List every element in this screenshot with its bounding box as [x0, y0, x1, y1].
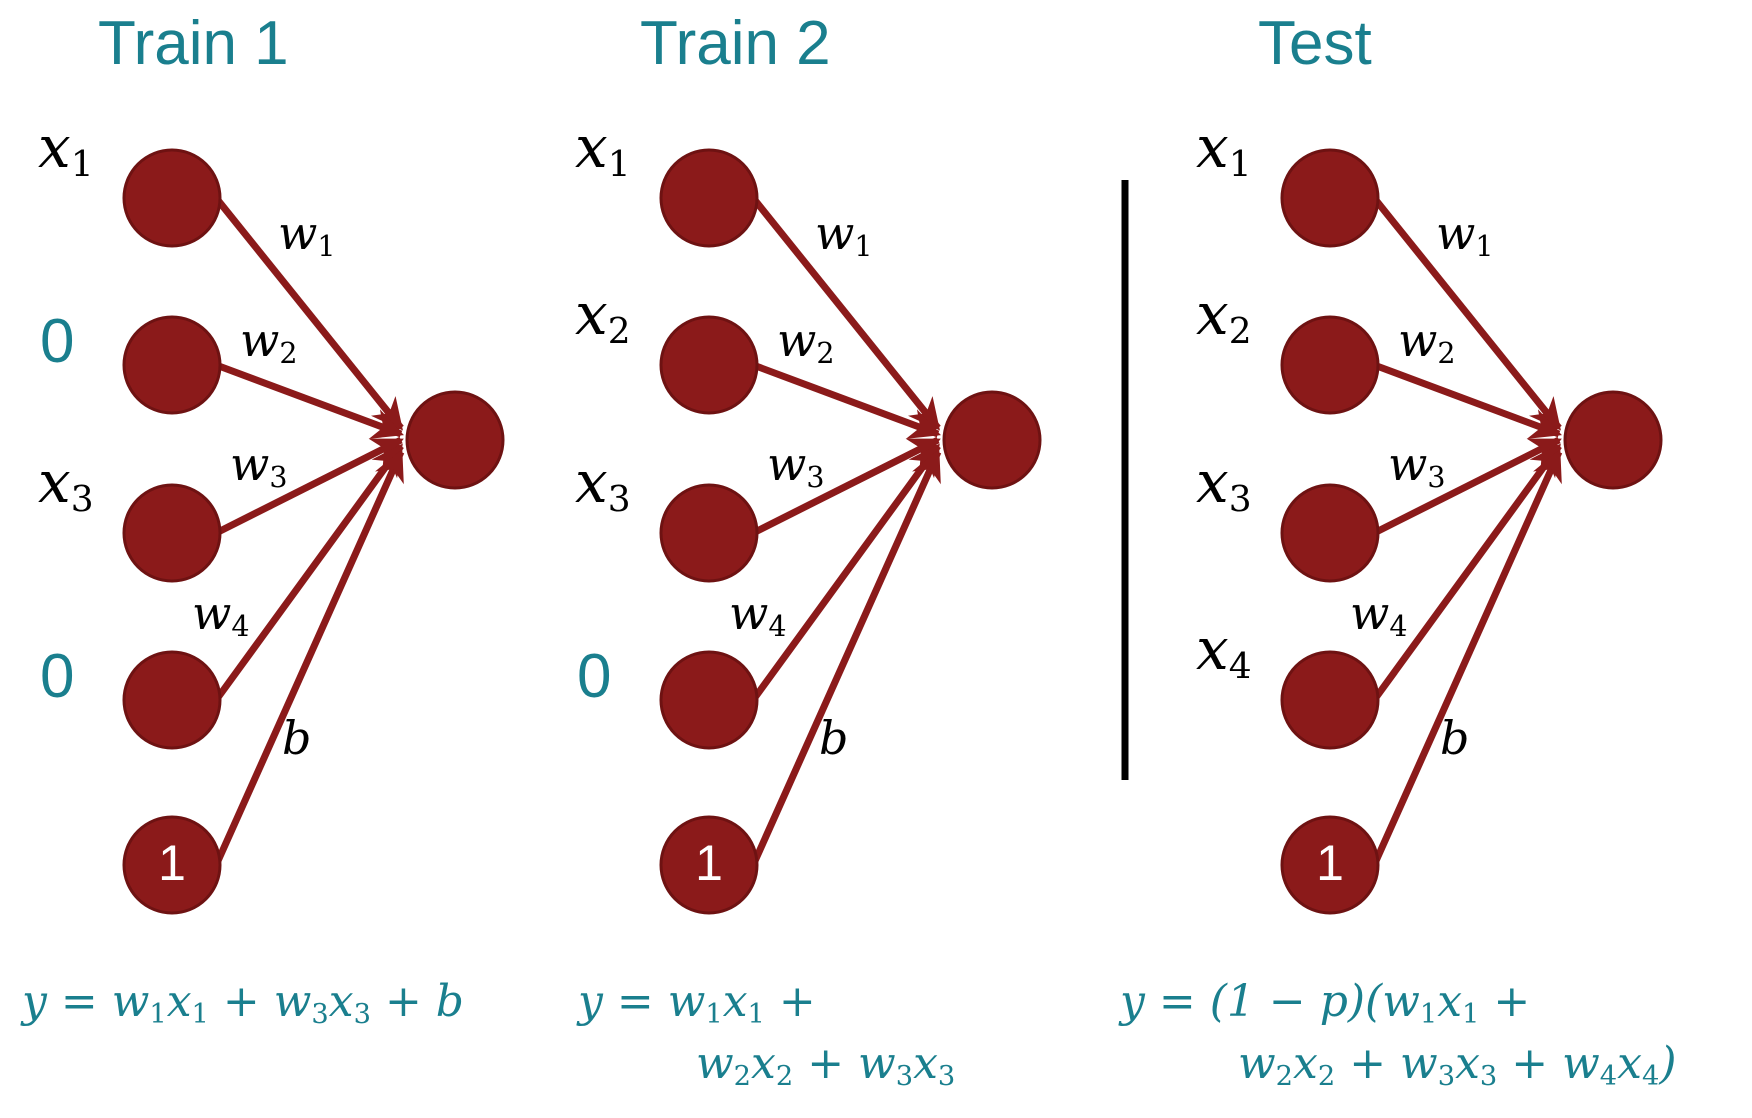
input-label: x2 [575, 280, 631, 352]
equation-line: y = w1x1 + w3x3 + b [22, 976, 464, 1030]
input-label: x1 [575, 113, 631, 185]
input-node [1280, 315, 1380, 415]
weight-label: w4 [1350, 586, 1408, 644]
bias-node [1280, 815, 1380, 915]
panel-network-3 [1280, 148, 1663, 915]
edge-w4 [750, 443, 941, 703]
panel-network-2 [659, 148, 1042, 915]
bias-node [659, 815, 759, 915]
input-label: x3 [575, 448, 631, 520]
input-label: x3 [1196, 448, 1252, 520]
panel-title-train-1: Train 1 [98, 9, 289, 78]
edge-w4 [213, 443, 404, 703]
edge-w1 [213, 195, 404, 431]
input-label: x3 [38, 448, 94, 520]
weight-label: w3 [1388, 437, 1446, 495]
weight-label: w1 [278, 206, 336, 264]
dropped-input-label: 0 [577, 642, 612, 711]
weight-label: w2 [240, 313, 298, 371]
weight-label: w2 [777, 313, 835, 371]
output-node [405, 390, 505, 490]
edge-w3 [214, 436, 404, 537]
bias-input-label: 1 [1316, 835, 1344, 891]
weight-label: w1 [1436, 206, 1494, 264]
equation-line: y = w1x1 + [578, 976, 816, 1030]
panel-title-train-2: Train 2 [640, 9, 831, 78]
input-label: x4 [1196, 615, 1252, 687]
input-node [1280, 483, 1380, 583]
panel-title-test: Test [1258, 9, 1372, 78]
input-node [122, 483, 222, 583]
edge-w1 [750, 195, 941, 431]
edge-w2 [751, 361, 941, 439]
input-node [1280, 650, 1380, 750]
input-node [122, 148, 222, 248]
weight-label: w1 [815, 206, 873, 264]
input-node [659, 148, 759, 248]
edge-w1 [1371, 195, 1562, 431]
weight-label: w3 [767, 437, 825, 495]
edge-b [749, 449, 942, 867]
input-node [659, 315, 759, 415]
equation-line: y = (1 − p)(w1x1 + [1120, 976, 1531, 1030]
output-node [942, 390, 1042, 490]
weight-label: w4 [192, 586, 250, 644]
weight-label: w4 [729, 586, 787, 644]
input-node [122, 650, 222, 750]
input-node [659, 650, 759, 750]
input-node [1280, 148, 1380, 248]
dropped-input-label: 0 [40, 307, 75, 376]
bias-input-label: 1 [158, 835, 186, 891]
input-label: x1 [1196, 113, 1252, 185]
edge-w2 [214, 361, 404, 439]
equation: y = w1x1 + w3x3 + b [22, 972, 464, 1034]
weight-label: b [282, 711, 312, 765]
weight-label: w3 [230, 437, 288, 495]
equation-line: w2x2 + w3x3 [696, 1037, 956, 1092]
weight-label: b [819, 711, 849, 765]
input-node [659, 483, 759, 583]
weight-label: w2 [1398, 313, 1456, 371]
equation: y = w1x1 + w2x2 + w3x3 [578, 972, 955, 1095]
bias-node [122, 815, 222, 915]
edge-b [1370, 449, 1563, 867]
edge-w4 [1371, 443, 1562, 703]
input-label: x1 [38, 113, 94, 185]
weight-label: b [1440, 711, 1470, 765]
input-label: x2 [1196, 280, 1252, 352]
panel-network-1 [122, 148, 505, 915]
input-node [122, 315, 222, 415]
edge-b [212, 449, 405, 867]
edge-w3 [1372, 436, 1562, 537]
edge-w2 [1372, 361, 1562, 439]
equation-line: w2x2 + w3x3 + w4x4) [1238, 1037, 1677, 1092]
edge-w3 [751, 436, 941, 537]
equation: y = (1 − p)(w1x1 + w2x2 + w3x3 + w4x4) [1120, 972, 1677, 1095]
bias-input-label: 1 [695, 835, 723, 891]
dropped-input-label: 0 [40, 642, 75, 711]
output-node [1563, 390, 1663, 490]
